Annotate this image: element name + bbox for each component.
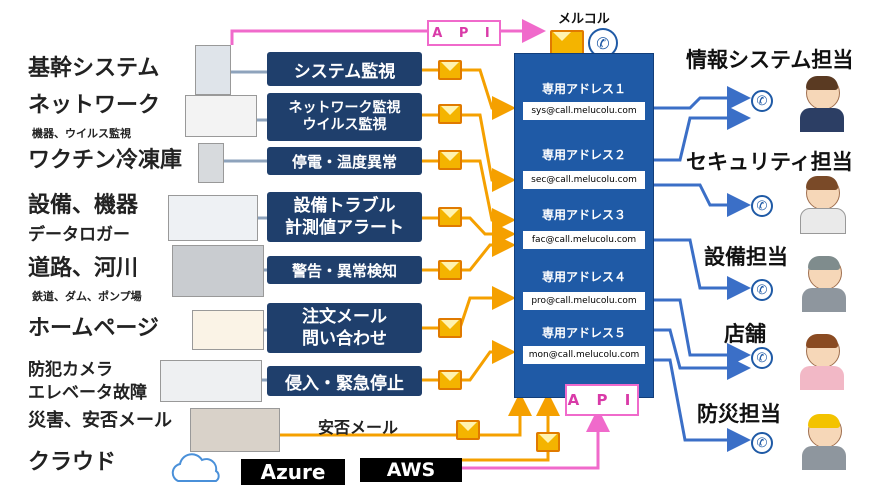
source-sub-elevator: エレベータ故障 bbox=[28, 383, 147, 403]
dest-label-facilities: 設備担当 bbox=[704, 245, 788, 269]
api-badge-top: A P I bbox=[427, 20, 501, 46]
address-title-3: 専用アドレス３ bbox=[541, 208, 626, 222]
dest-label-it: 情報システム担当 bbox=[686, 48, 854, 72]
mail-icon bbox=[438, 60, 462, 80]
address-title-2: 専用アドレス２ bbox=[541, 148, 626, 162]
address-title-4: 専用アドレス４ bbox=[541, 270, 626, 284]
safety-mail-label: 安否メール bbox=[318, 418, 399, 437]
event-box-power-temperature: 停電・温度異常 bbox=[267, 147, 422, 175]
address-email-3: fac@call.melucolu.com bbox=[523, 231, 645, 249]
mail-arrow-5 bbox=[422, 233, 516, 272]
address-email-5: mon@call.melucolu.com bbox=[523, 346, 645, 364]
disaster-city-icon bbox=[190, 408, 280, 452]
source-sub-roads-rivers: 鉄道、ダム、ポンプ場 bbox=[32, 290, 142, 303]
address-title-1: 専用アドレス１ bbox=[541, 82, 626, 96]
mail-icon bbox=[438, 260, 462, 280]
event-box-network-monitoring: ネットワーク監視ウイルス監視 bbox=[267, 93, 422, 141]
dest-label-store: 店舗 bbox=[724, 322, 766, 346]
person-it-icon bbox=[798, 76, 846, 132]
event-box-intrusion-stop: 侵入・緊急停止 bbox=[267, 366, 422, 396]
source-label-disaster-mail: 災害、安否メール bbox=[28, 410, 172, 431]
security-camera-icon bbox=[160, 360, 262, 402]
mail-arrow-cloud bbox=[462, 392, 560, 462]
api-arrow-bottom bbox=[462, 408, 610, 470]
source-label-security-camera: 防犯カメラ bbox=[28, 360, 113, 380]
event-box-system-monitoring: システム監視 bbox=[267, 52, 422, 86]
source-sub-network: 機器、ウイルス監視 bbox=[32, 127, 131, 140]
aws-label: AWS bbox=[360, 458, 462, 482]
person-disaster-icon bbox=[800, 414, 848, 470]
person-store-icon bbox=[798, 334, 846, 390]
mail-icon bbox=[438, 207, 462, 227]
source-label-network: ネットワーク bbox=[28, 93, 161, 118]
address-hub: 専用アドレス１ sys@call.melucolu.com 専用アドレス２ se… bbox=[514, 53, 654, 398]
source-label-vaccine-freezer: ワクチン冷凍庫 bbox=[28, 148, 183, 173]
api-badge-bottom: A P I bbox=[565, 384, 639, 416]
mail-arrow-2 bbox=[422, 113, 516, 192]
phone-icon: ✆ bbox=[751, 90, 773, 112]
dest-label-security: セキュリティ担当 bbox=[686, 150, 853, 174]
mail-icon bbox=[438, 104, 462, 124]
freezer-icon bbox=[198, 143, 224, 183]
source-label-roads-rivers: 道路、河川 bbox=[28, 256, 139, 281]
mail-icon bbox=[438, 150, 462, 170]
highway-icon bbox=[172, 245, 264, 297]
address-email-4: pro@call.melucolu.com bbox=[523, 292, 645, 310]
source-label-cloud: クラウド bbox=[28, 450, 117, 475]
source-label-homepage: ホームページ bbox=[28, 316, 159, 341]
mail-icon bbox=[438, 370, 462, 390]
phone-icon: ✆ bbox=[751, 347, 773, 369]
event-box-equipment-trouble: 設備トラブル計測値アラート bbox=[267, 192, 422, 242]
mail-arrow-7 bbox=[422, 340, 516, 382]
source-label-core-system: 基幹システム bbox=[28, 56, 160, 81]
dest-label-disaster: 防災担当 bbox=[697, 402, 781, 426]
address-title-5: 専用アドレス５ bbox=[541, 326, 626, 340]
phone-icon: ✆ bbox=[751, 432, 773, 454]
mail-arrow-6 bbox=[422, 286, 516, 330]
network-nodes-icon bbox=[185, 95, 257, 137]
event-box-order-inquiry: 注文メール問い合わせ bbox=[267, 303, 422, 353]
mail-arrow-1 bbox=[422, 68, 516, 120]
mail-icon bbox=[536, 432, 560, 452]
server-rack-icon bbox=[195, 45, 231, 95]
azure-label: Azure bbox=[241, 459, 345, 485]
mail-icon bbox=[456, 420, 480, 440]
person-facilities-icon bbox=[800, 256, 848, 312]
webpage-icon bbox=[192, 310, 264, 350]
person-security-icon bbox=[798, 176, 846, 234]
mail-arrow-safety bbox=[280, 392, 532, 437]
address-email-1: sys@call.melucolu.com bbox=[523, 102, 645, 120]
phone-icon: ✆ bbox=[751, 279, 773, 301]
data-logger-icon bbox=[168, 195, 258, 241]
source-label-equipment: 設備、機器 bbox=[28, 193, 139, 218]
cloud-icon bbox=[171, 453, 220, 482]
mail-arrow-3 bbox=[422, 159, 516, 232]
brand-label: メルコル bbox=[558, 12, 610, 27]
phone-icon: ✆ bbox=[751, 195, 773, 217]
source-sub-equipment: データロガー bbox=[28, 225, 130, 245]
address-email-2: sec@call.melucolu.com bbox=[523, 171, 645, 189]
mail-icon bbox=[438, 318, 462, 338]
event-box-warning-detection: 警告・異常検知 bbox=[267, 256, 422, 284]
